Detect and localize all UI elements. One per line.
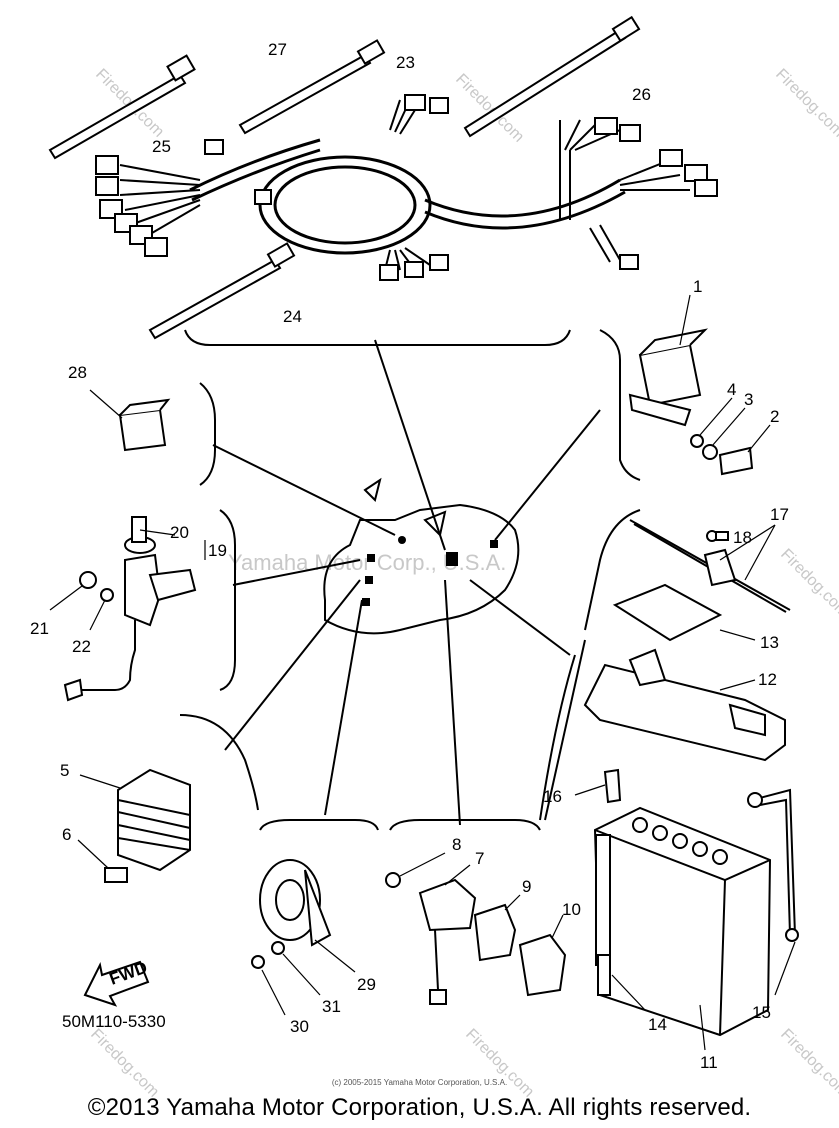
part-10-relay <box>518 914 567 997</box>
drawing-number: 50M110-5330 <box>62 1012 166 1031</box>
part-3-washer <box>702 444 718 460</box>
part-8-screw <box>385 852 446 888</box>
group-brackets <box>179 329 641 831</box>
callout-12: 12 <box>758 670 777 689</box>
part-13-pad <box>612 583 723 642</box>
callout-31: 31 <box>322 997 341 1016</box>
callout-25: 25 <box>152 137 171 156</box>
callout-3: 3 <box>744 390 753 409</box>
part-15-lead <box>747 788 799 996</box>
callout-1: 1 <box>693 277 702 296</box>
part-7-relay <box>418 864 477 1005</box>
part-19-main-switch <box>63 516 206 702</box>
part-28-relay <box>89 389 171 452</box>
callout-4: 4 <box>727 380 736 399</box>
frame-silhouette <box>323 477 520 635</box>
watermark-mid-top: Firedog.com <box>452 71 527 146</box>
harness-bracket <box>184 329 571 346</box>
callout-20: 20 <box>170 523 189 542</box>
callout-24: 24 <box>283 307 302 326</box>
callout-8: 8 <box>452 835 461 854</box>
callout-16: 16 <box>543 787 562 806</box>
watermark-mid-right: Firedog.com <box>777 546 839 621</box>
part-29-horn <box>259 859 356 973</box>
callout-11: 11 <box>700 1053 718 1072</box>
part-22-washer <box>100 588 114 602</box>
connector-lines <box>212 339 601 826</box>
fwd-arrow: FWD <box>83 958 150 1007</box>
cable-tie-26 <box>463 15 641 138</box>
callout-28: 28 <box>68 363 87 382</box>
callout-13: 13 <box>760 633 779 652</box>
part-31-washer <box>271 941 285 955</box>
part-11-battery <box>593 806 772 1051</box>
part-1-unit <box>628 294 709 427</box>
part-14-breather-tube <box>595 834 646 1011</box>
watermark-bottom-mid: Firedog.com <box>462 1026 537 1101</box>
part-9-relay <box>473 894 521 962</box>
part-2-bolt <box>718 424 771 476</box>
callout-22: 22 <box>72 637 91 656</box>
callout-19: 19 <box>208 541 227 560</box>
part-16-clip <box>574 768 622 804</box>
callout-23: 23 <box>396 53 415 72</box>
watermark-top-right: Firedog.com <box>772 66 839 141</box>
callout-6: 6 <box>62 825 71 844</box>
callout-18: 18 <box>733 528 752 547</box>
callout-29: 29 <box>357 975 376 994</box>
part-17-battery-band <box>629 519 791 613</box>
callout-9: 9 <box>522 877 531 896</box>
watermark-bottom-left: Firedog.com <box>87 1026 162 1101</box>
part-4-washer <box>690 434 704 448</box>
callout-7: 7 <box>475 849 484 868</box>
callout-2: 2 <box>770 407 779 426</box>
wire-harness-group <box>95 94 718 281</box>
part-5-rectifier <box>79 768 191 872</box>
callout-labels: 1 2 3 4 5 6 7 8 9 10 11 12 13 14 15 16 1… <box>30 40 789 1072</box>
cable-tie-27 <box>238 39 386 135</box>
callout-17: 17 <box>770 505 789 524</box>
callout-5: 5 <box>60 761 69 780</box>
callout-10: 10 <box>562 900 581 919</box>
copyright-footer: ©2013 Yamaha Motor Corporation, U.S.A. A… <box>87 1094 752 1121</box>
callout-15: 15 <box>752 1003 771 1022</box>
callout-27: 27 <box>268 40 287 59</box>
callout-26: 26 <box>632 85 651 104</box>
small-copyright: (c) 2005-2015 Yamaha Motor Corporation, … <box>331 1078 508 1087</box>
callout-21: 21 <box>30 619 49 638</box>
part-30-bolt <box>251 955 286 1016</box>
part-21-screw <box>49 571 97 611</box>
watermark-center-text: Yamaha Motor Corp., U.S.A. <box>228 550 506 575</box>
part-6-bolt <box>77 839 128 883</box>
callout-30: 30 <box>290 1017 309 1036</box>
part-18-screw <box>706 530 729 542</box>
watermark-bottom-right: Firedog.com <box>777 1026 839 1101</box>
cable-tie-25 <box>48 54 196 160</box>
callout-14: 14 <box>648 1015 667 1034</box>
cable-tie-24 <box>148 242 296 340</box>
part-12-cover <box>583 648 786 762</box>
